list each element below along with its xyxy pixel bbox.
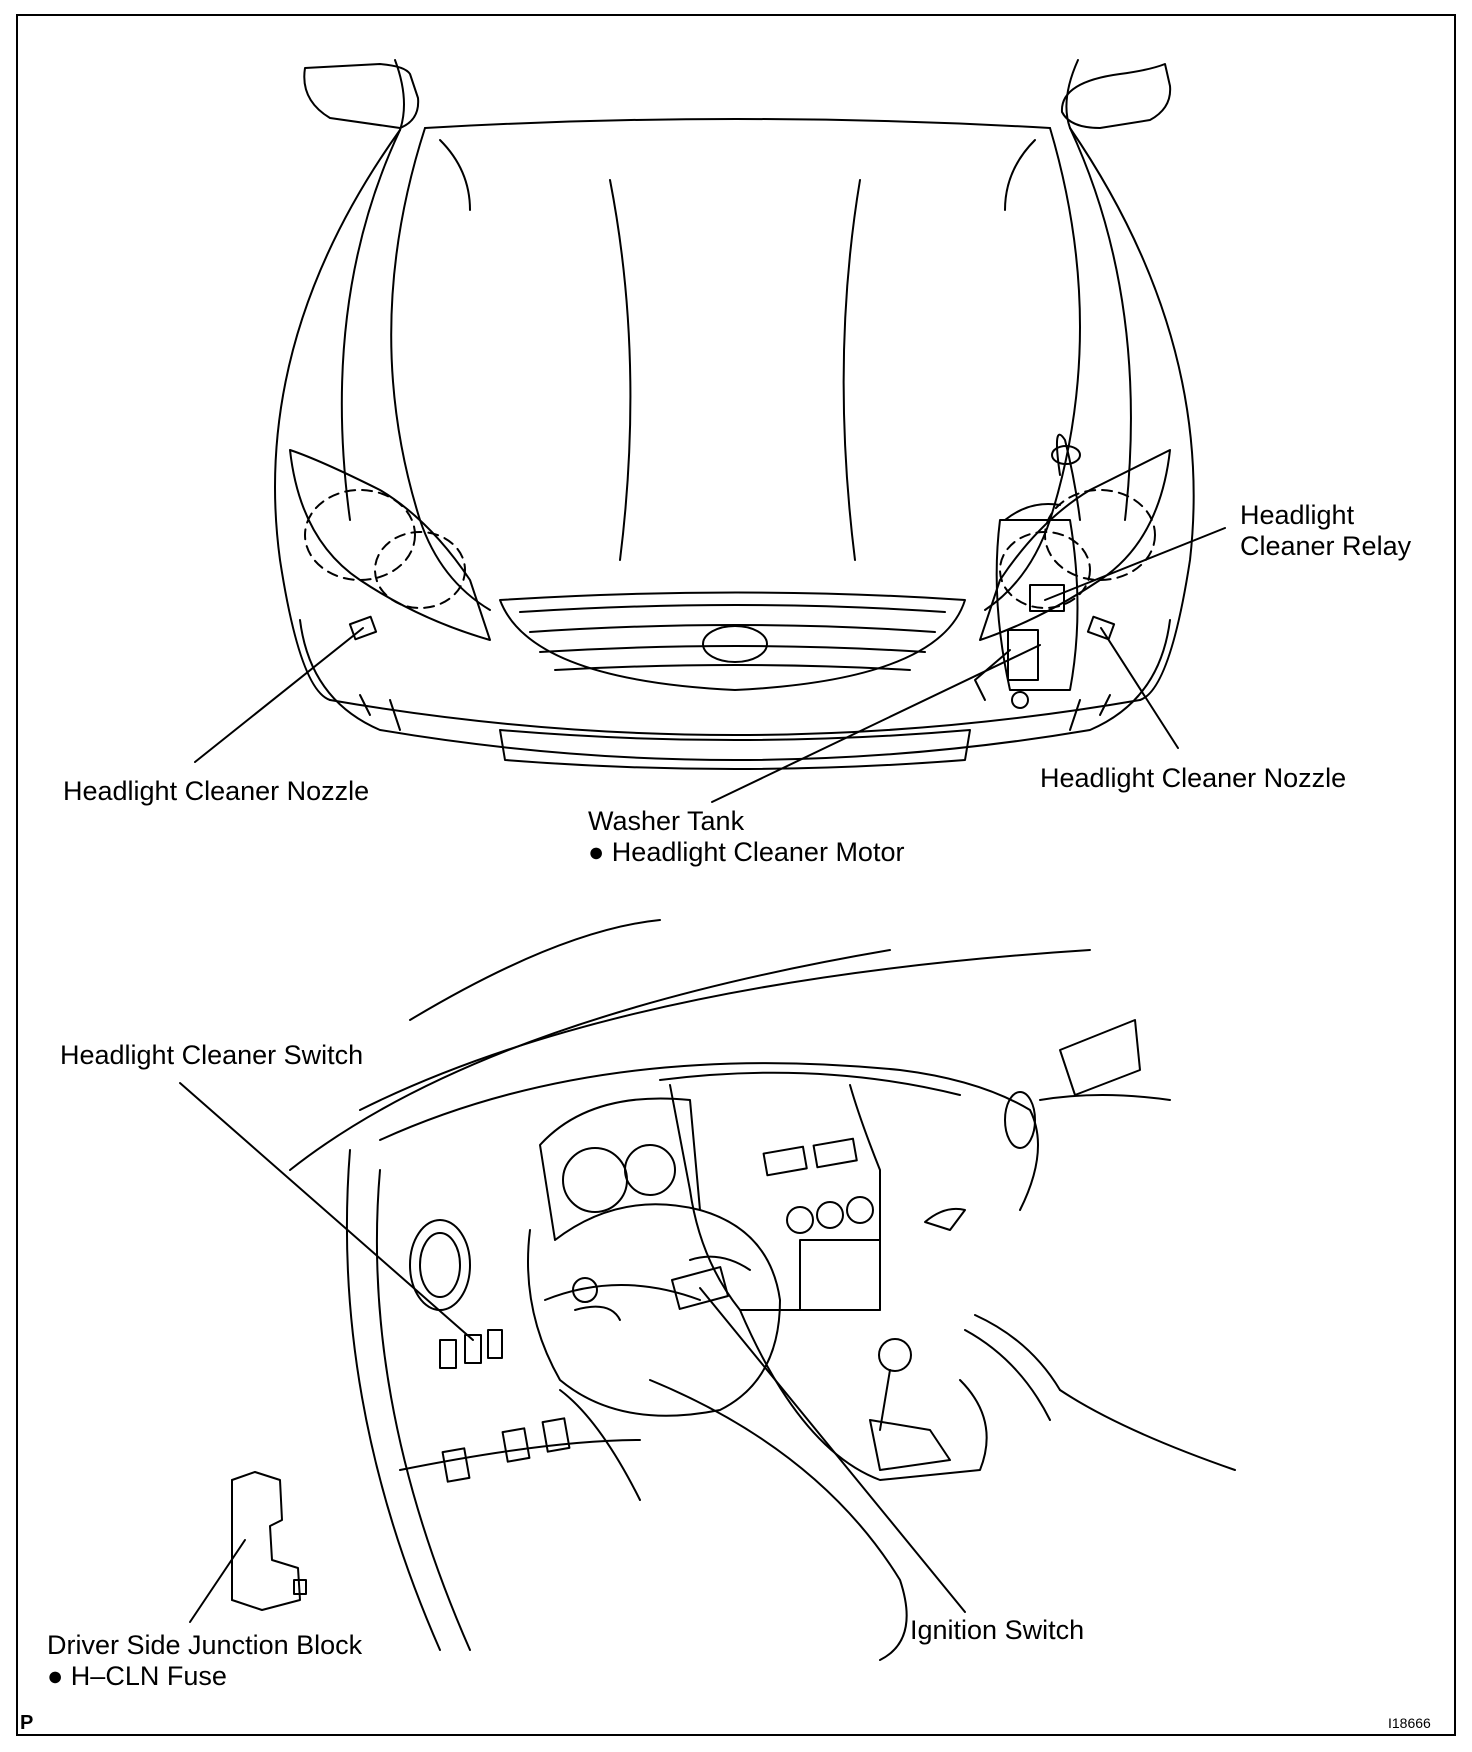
top-leader-lines — [194, 527, 1226, 803]
label-ignition-switch: Ignition Switch — [910, 1615, 1085, 1645]
label-headlight-cleaner-motor: ● Headlight Cleaner Motor — [588, 837, 905, 867]
interior-right-mirror — [1059, 1019, 1141, 1096]
label-washer-tank-line: Washer Tank — [588, 806, 745, 836]
label-headlight-cleaner-nozzle-left: Headlight Cleaner Nozzle — [63, 776, 370, 806]
diagram-frame — [16, 14, 1456, 1736]
label-headlight-cleaner-switch: Headlight Cleaner Switch — [60, 1040, 364, 1070]
right-headlight — [979, 449, 1171, 641]
left-headlight — [289, 449, 491, 641]
car-front-illustration — [274, 59, 1195, 770]
hood-outline — [424, 118, 1051, 129]
corner-mark: P — [20, 1712, 34, 1734]
headlight-cleaner-relay-part — [1029, 584, 1065, 612]
dashboard-top — [379, 1062, 1039, 1211]
headlight-cleaner-switch-part — [464, 1334, 482, 1364]
right-mirror — [1060, 63, 1172, 129]
shift-knob — [878, 1338, 912, 1372]
label-headlight-cleaner-nozzle-right: Headlight Cleaner Nozzle — [1040, 763, 1347, 793]
ignition-switch-part — [670, 1266, 730, 1310]
label-headlight-cleaner-relay-line1: Headlight — [1240, 500, 1355, 530]
label-driver-side-junction-block-line: Driver Side Junction Block — [47, 1630, 363, 1660]
label-headlight-cleaner-relay-line2: Cleaner Relay — [1240, 531, 1412, 561]
right-nozzle-part — [1086, 615, 1116, 641]
steering-wheel — [527, 1209, 781, 1417]
label-driver-side-junction-block: Driver Side Junction Block ● H–CLN Fuse — [47, 1630, 362, 1692]
left-nozzle-part — [348, 615, 378, 641]
lower-intake — [499, 729, 971, 770]
bottom-leader-lines — [179, 1082, 966, 1623]
front-bumper — [299, 619, 1171, 761]
interior-illustration — [231, 919, 1236, 1661]
label-headlight-cleaner-relay: Headlight Cleaner Relay — [1240, 500, 1411, 562]
label-h-cln-fuse: ● H–CLN Fuse — [47, 1661, 227, 1691]
grille — [499, 591, 966, 691]
emblem — [702, 625, 768, 663]
label-washer-tank: Washer Tank ● Headlight Cleaner Motor — [588, 806, 904, 868]
driver-side-junction-block-part — [231, 1471, 301, 1611]
left-mirror — [303, 63, 420, 129]
figure-number: I18666 — [1388, 1715, 1431, 1731]
washer-tank — [995, 519, 1079, 691]
